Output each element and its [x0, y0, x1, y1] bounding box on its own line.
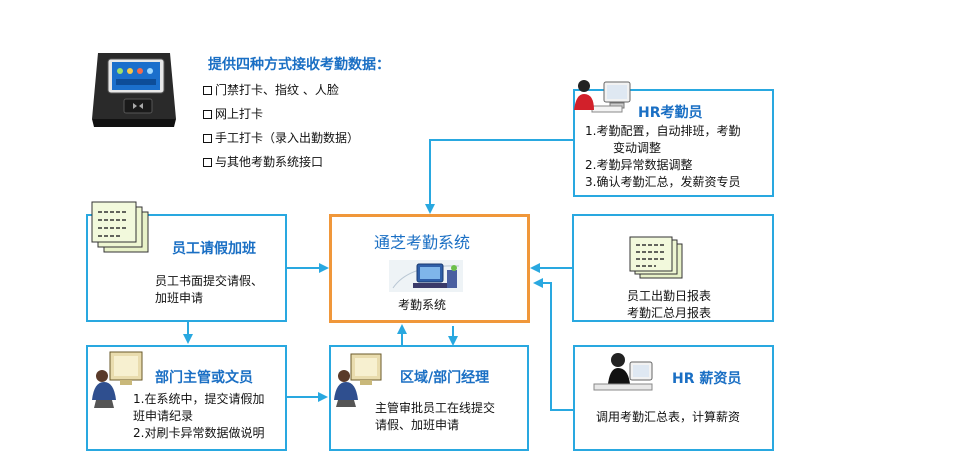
intro-method-list: 门禁打卡、指纹 、人脸 网上打卡 手工打卡（录入出勤数据） 与其他考勤系统接口: [203, 82, 359, 178]
checkbox-bullet-icon: [203, 86, 212, 95]
checkbox-bullet-icon: [203, 158, 212, 167]
intro-method-item: 网上打卡: [203, 106, 359, 130]
checkbox-bullet-icon: [203, 134, 212, 143]
hr-payroll-desc: 调用考勤汇总表，计算薪资: [596, 410, 741, 424]
hr-attendance-duties: 1.考勤配置，自动排班，考勤 变动调整 2.考勤异常数据调整 3.确认考勤汇总，…: [585, 124, 741, 189]
dept-supervisor-title: 部门主管或文员: [155, 370, 253, 386]
intro-title: 提供四种方式接收考勤数据：: [208, 57, 390, 73]
arrow-hr-to-system: [425, 139, 573, 214]
regional-manager-title: 区域/部门经理: [400, 370, 490, 386]
hr-payroll-title: HR 薪资员: [672, 371, 742, 387]
intro-method-item: 手工打卡（录入出勤数据）: [203, 130, 359, 154]
report-document-stack-icon: [629, 236, 683, 279]
paper-form-stack-icon: [91, 201, 149, 253]
regional-manager-duties: 主管审批员工在线提交 请假、加班申请: [375, 401, 496, 432]
employee-request-title: 员工请假加班: [172, 241, 256, 257]
hr-clerk-at-computer-icon: [574, 80, 631, 113]
hr-attendance-title: HR考勤员: [638, 105, 703, 121]
attendance-system-title: 通芝考勤系统: [374, 233, 471, 252]
employee-request-desc: 员工书面提交请假、 加班申请: [155, 274, 264, 305]
intro-method-item: 与其他考勤系统接口: [203, 154, 359, 178]
payroll-clerk-at-computer-icon: [593, 353, 653, 391]
arrow-payroll-to-system: [533, 278, 573, 411]
office-worker-at-desk-icon: [92, 351, 143, 408]
system-computer-icon: [389, 260, 463, 292]
attendance-system-caption: 考勤系统: [398, 298, 447, 312]
dept-supervisor-duties: 1.在系统中，提交请假加 班申请纪录 2.对刷卡异常数据做说明: [133, 392, 265, 440]
reports-desc: 员工出勤日报表 考勤汇总月报表: [627, 289, 712, 320]
manager-at-desk-icon: [334, 353, 382, 407]
checkbox-bullet-icon: [203, 110, 212, 119]
hr-payroll-box: [573, 345, 774, 451]
intro-method-item: 门禁打卡、指纹 、人脸: [203, 82, 359, 106]
attendance-system-box: [329, 214, 530, 323]
attendance-terminal-icon: [92, 53, 176, 127]
